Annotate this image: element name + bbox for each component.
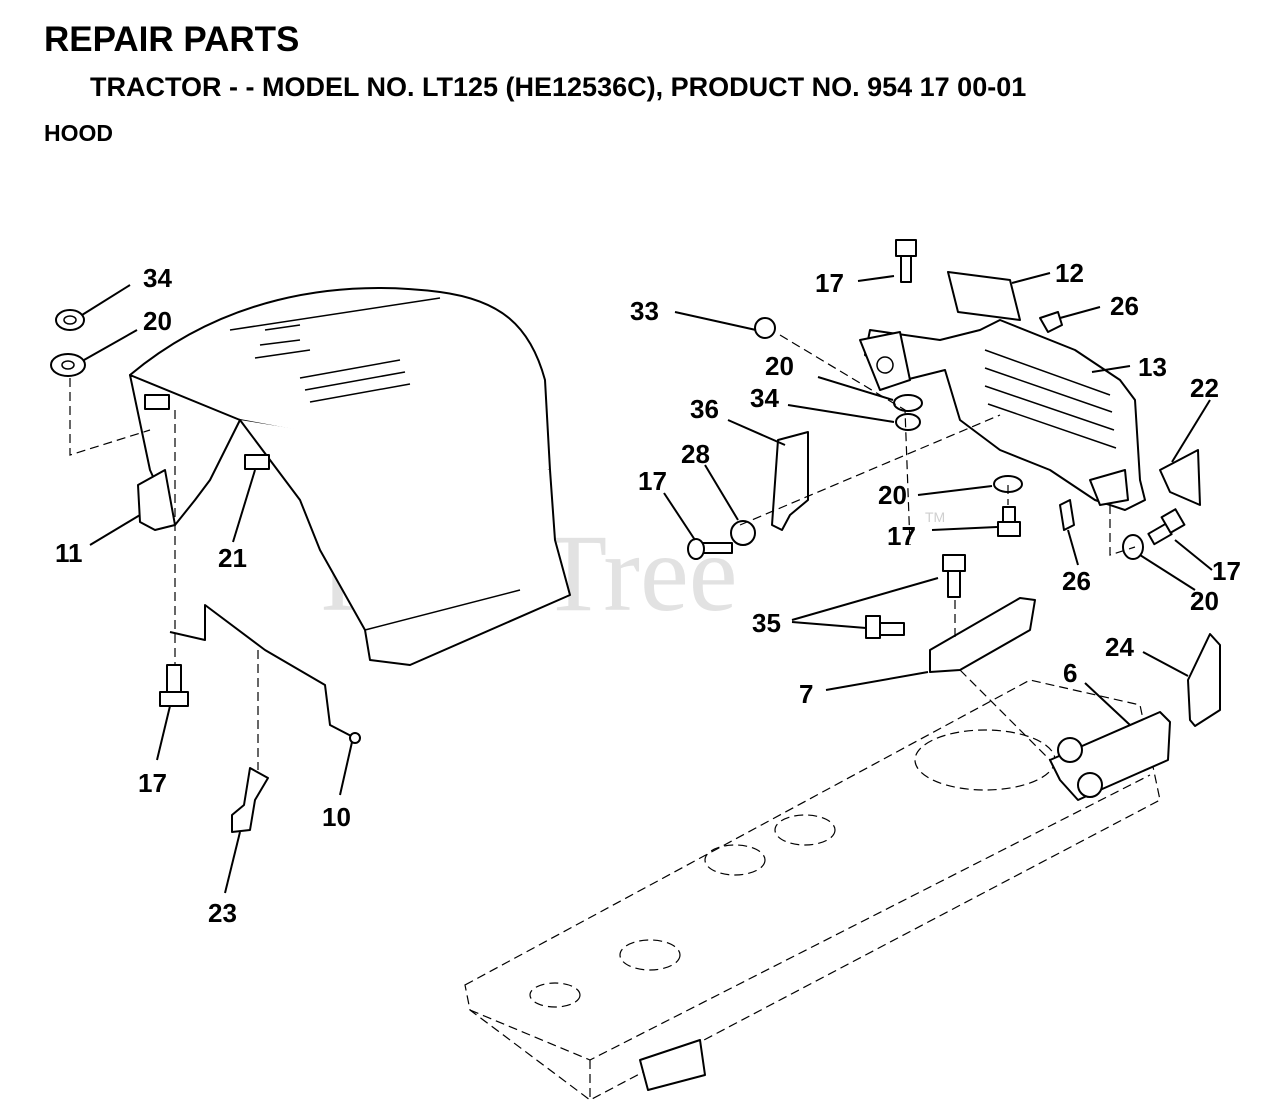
leader-lines bbox=[81, 272, 1213, 894]
callout-36: 36 bbox=[690, 394, 719, 424]
callout-23: 23 bbox=[208, 898, 237, 928]
part-23 bbox=[231, 767, 269, 833]
frame-outline bbox=[464, 679, 1161, 1101]
part-26-clip-top bbox=[1039, 311, 1063, 333]
callout-20-center-2: 20 bbox=[878, 480, 907, 510]
part-34-20-left bbox=[50, 309, 86, 377]
part-36 bbox=[771, 431, 809, 531]
model-line: TRACTOR - - MODEL NO. LT125 (HE12536C), … bbox=[90, 72, 1027, 102]
part-17-bolt-right bbox=[1147, 508, 1186, 546]
callout-20-center: 20 bbox=[765, 351, 794, 381]
page-title: REPAIR PARTS bbox=[44, 20, 300, 59]
part-7 bbox=[929, 597, 1036, 673]
part-6 bbox=[1049, 711, 1171, 801]
part-10-rod bbox=[169, 604, 361, 744]
callout-24: 24 bbox=[1105, 632, 1134, 662]
callout-13: 13 bbox=[1138, 352, 1167, 382]
part-17-bolt-top bbox=[895, 239, 917, 283]
part-33 bbox=[754, 317, 776, 339]
part-13-grille bbox=[859, 319, 1146, 511]
callout-17-top: 17 bbox=[815, 268, 844, 298]
callout-10: 10 bbox=[322, 802, 351, 832]
callout-20-right: 20 bbox=[1190, 586, 1219, 616]
callout-17-left: 17 bbox=[138, 768, 167, 798]
callout-11: 11 bbox=[55, 538, 83, 568]
hood bbox=[129, 287, 571, 666]
callout-6: 6 bbox=[1063, 658, 1077, 688]
callout-33: 33 bbox=[630, 296, 659, 326]
callout-17-center: 17 bbox=[887, 521, 916, 551]
callout-34-center: 34 bbox=[750, 383, 779, 413]
callout-35: 35 bbox=[752, 608, 781, 638]
callout-17-center-left: 17 bbox=[638, 466, 667, 496]
callout-20-left: 20 bbox=[143, 306, 172, 336]
callout-7: 7 bbox=[799, 679, 813, 709]
part-20-right bbox=[1122, 534, 1144, 560]
callout-26-bottom: 26 bbox=[1062, 566, 1091, 596]
part-17-bolt-center-left bbox=[687, 538, 733, 560]
callout-28: 28 bbox=[681, 439, 710, 469]
part-17-bolt-left bbox=[159, 664, 189, 707]
callout-22: 22 bbox=[1190, 373, 1219, 403]
part-28 bbox=[730, 520, 756, 546]
part-20-34-center bbox=[893, 394, 923, 431]
section-title: HOOD bbox=[44, 120, 113, 146]
part-22 bbox=[1159, 449, 1201, 506]
callout-21: 21 bbox=[218, 543, 247, 573]
part-26-clip-bottom bbox=[1059, 499, 1075, 531]
part-12 bbox=[947, 271, 1021, 321]
callout-34-left: 34 bbox=[143, 263, 172, 293]
callout-26-top: 26 bbox=[1110, 291, 1139, 321]
part-35-bolts bbox=[865, 554, 966, 639]
callout-17-right: 17 bbox=[1212, 556, 1241, 586]
callout-labels: 34 20 11 21 17 10 23 17 12 33 26 20 13 3… bbox=[55, 258, 1241, 928]
watermark-trademark: TM bbox=[925, 509, 945, 525]
callout-12: 12 bbox=[1055, 258, 1084, 288]
part-17-bolt-center bbox=[997, 506, 1021, 537]
part-24 bbox=[1187, 633, 1221, 727]
